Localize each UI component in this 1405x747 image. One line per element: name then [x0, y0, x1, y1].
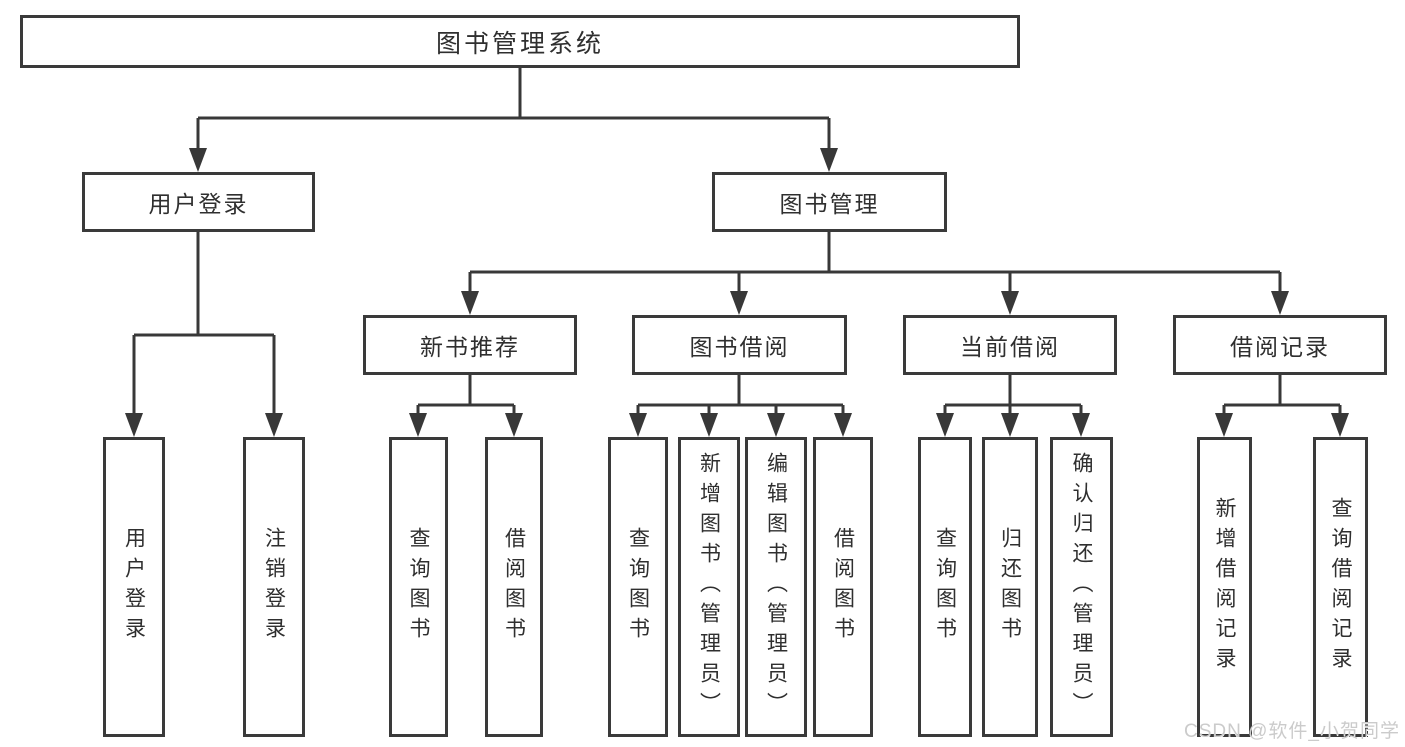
leaf-label: 新增借阅记录 — [1213, 497, 1236, 677]
leaf-add-books-admin: 新增图书（管理员） — [678, 437, 740, 737]
leaf-label: 注销登录 — [262, 527, 286, 647]
node-new-book-recommend: 新书推荐 — [363, 315, 577, 375]
connector-new-rec-to-children — [416, 375, 516, 417]
leaf-confirm-return-admin: 确认归还（管理员） — [1050, 437, 1113, 737]
leaf-label: 查询图书 — [407, 527, 430, 647]
leaf-label: 确认归还（管理员） — [1070, 452, 1093, 722]
arrowhead — [730, 291, 748, 315]
leaf-query-borrow-record: 查询借阅记录 — [1313, 437, 1368, 737]
leaf-label: 查询图书 — [933, 527, 957, 647]
leaf-label: 归还图书 — [998, 527, 1022, 647]
connector-book-mgmt-to-children — [468, 232, 1282, 295]
node-current-borrowing: 当前借阅 — [903, 315, 1117, 375]
arrowhead — [1271, 291, 1289, 315]
arrowhead — [834, 413, 852, 437]
leaf-add-borrow-record: 新增借阅记录 — [1197, 437, 1252, 737]
arrowhead — [409, 413, 427, 437]
connector-root-to-level2 — [196, 68, 831, 152]
leaf-edit-books-admin: 编辑图书（管理员） — [745, 437, 807, 737]
leaf-label: 新增图书（管理员） — [697, 452, 721, 722]
node-book-management: 图书管理 — [712, 172, 947, 232]
arrowhead — [265, 413, 283, 437]
arrowhead — [125, 413, 143, 437]
arrowhead — [629, 413, 647, 437]
arrowheads — [125, 148, 1349, 437]
arrowhead — [820, 148, 838, 172]
arrowhead — [936, 413, 954, 437]
leaf-label: 查询借阅记录 — [1329, 497, 1352, 677]
connector-borrow-records-to-children — [1222, 375, 1342, 417]
connector-book-borrow-to-children — [636, 375, 845, 417]
leaf-query-books-recommend: 查询图书 — [389, 437, 448, 737]
leaf-borrow-books-recommend: 借阅图书 — [485, 437, 543, 737]
leaf-borrow-books: 借阅图书 — [813, 437, 873, 737]
arrowhead — [1001, 291, 1019, 315]
leaf-query-books-current: 查询图书 — [918, 437, 972, 737]
arrowhead — [1215, 413, 1233, 437]
arrowhead — [700, 413, 718, 437]
node-user-login: 用户登录 — [82, 172, 315, 232]
arrowhead — [189, 148, 207, 172]
arrowhead — [505, 413, 523, 437]
csdn-watermark: CSDN @软件_小贺同学 — [1184, 721, 1400, 742]
connector-current-borrow-to-children — [943, 375, 1083, 417]
leaf-label: 用户登录 — [122, 527, 146, 647]
leaf-query-books-borrow: 查询图书 — [608, 437, 668, 737]
leaf-label: 借阅图书 — [831, 527, 855, 647]
arrowhead — [1072, 413, 1090, 437]
node-borrowing-records: 借阅记录 — [1173, 315, 1387, 375]
node-root-book-management-system: 图书管理系统 — [20, 15, 1020, 68]
leaf-label: 编辑图书（管理员） — [764, 452, 788, 722]
leaf-label: 查询图书 — [626, 527, 650, 647]
arrowhead — [1331, 413, 1349, 437]
leaf-label: 借阅图书 — [502, 527, 526, 647]
leaf-user-login: 用户登录 — [103, 437, 165, 737]
arrowhead — [461, 291, 479, 315]
leaf-logout: 注销登录 — [243, 437, 305, 737]
connector-user-login-to-children — [132, 232, 276, 417]
arrowhead — [1001, 413, 1019, 437]
arrowhead — [767, 413, 785, 437]
node-book-borrowing: 图书借阅 — [632, 315, 847, 375]
leaf-return-books: 归还图书 — [982, 437, 1038, 737]
